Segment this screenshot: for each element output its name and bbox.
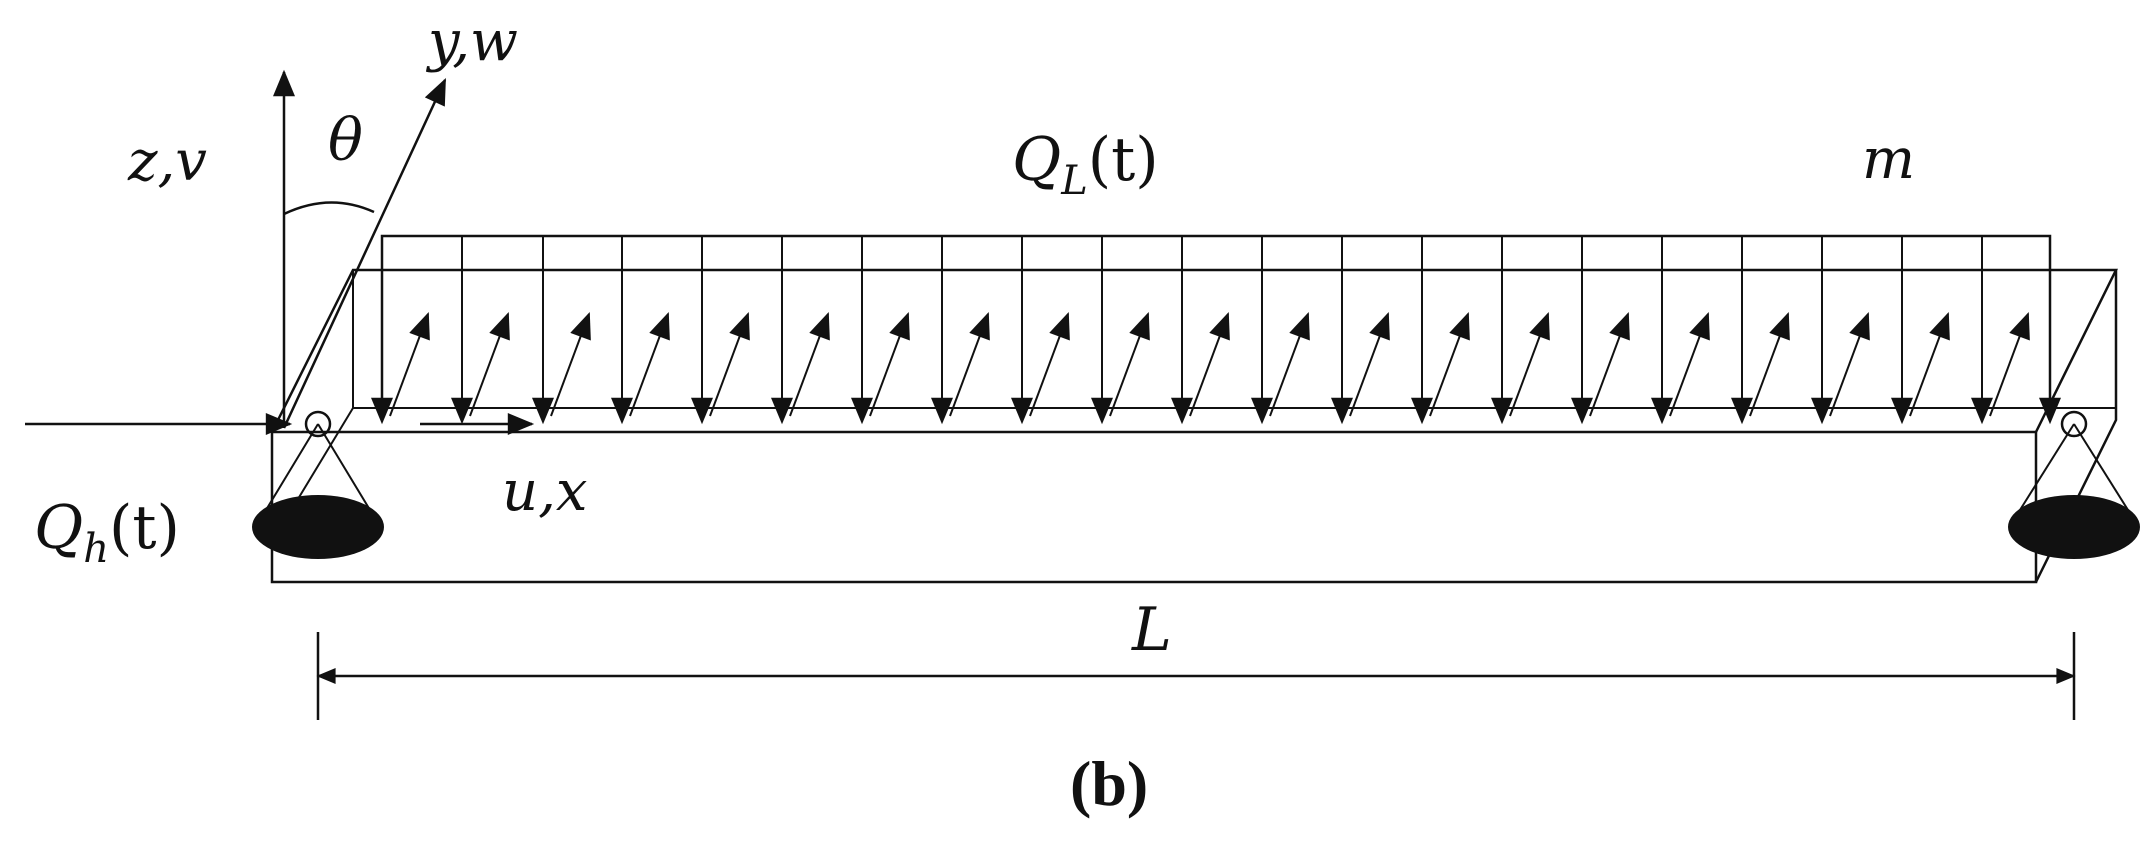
load-arrow-diagonal bbox=[389, 311, 430, 417]
load-arrow-diagonal bbox=[629, 311, 670, 417]
load-arrow-diagonal bbox=[1989, 311, 2030, 417]
load-arrow-diagonal bbox=[1509, 311, 1550, 417]
mass-label: m bbox=[1862, 127, 1915, 192]
load-subscript: L bbox=[1060, 158, 1088, 204]
y-axis-label: y,w bbox=[425, 9, 518, 74]
load-symbol: Q bbox=[1012, 125, 1061, 195]
length-label: L bbox=[1131, 595, 1172, 665]
load-arrow-diagonal bbox=[469, 311, 510, 417]
load-arrow-diagonal bbox=[1669, 311, 1710, 417]
load-arrow-diagonal bbox=[1589, 311, 1630, 417]
beam bbox=[270, 268, 2119, 584]
load-arrow-diagonal bbox=[1909, 311, 1950, 417]
load-arrow-diagonal bbox=[1749, 311, 1790, 417]
support-right bbox=[2008, 410, 2140, 559]
load-arrow-diagonal bbox=[869, 311, 910, 417]
distributed-load bbox=[371, 234, 2061, 425]
load-arrow-diagonal bbox=[949, 311, 990, 417]
load-label: QL(t) bbox=[1012, 125, 1159, 204]
load-arrow-diagonal bbox=[1829, 311, 1870, 417]
load-arrow-diagonal bbox=[1269, 311, 1310, 417]
figure-caption: (b) bbox=[1070, 748, 1148, 819]
length-dimension bbox=[316, 632, 2076, 720]
support-left bbox=[252, 410, 384, 559]
x-axis-label: u,x bbox=[502, 459, 587, 524]
y-axis-arrow bbox=[282, 78, 447, 429]
load-arrow-diagonal bbox=[1029, 311, 1070, 417]
mass-right bbox=[2008, 495, 2140, 559]
theta-arc bbox=[283, 201, 375, 216]
support-load-symbol: Q bbox=[34, 493, 83, 563]
support-load-argument: (t) bbox=[109, 493, 180, 563]
z-axis-label: z,v bbox=[127, 129, 207, 194]
mass-left bbox=[252, 495, 384, 559]
load-argument: (t) bbox=[1088, 125, 1159, 195]
load-arrows bbox=[371, 236, 2061, 425]
axes bbox=[25, 69, 535, 435]
support-load-label: Qh(t) bbox=[34, 493, 180, 572]
load-arrow-diagonal bbox=[1109, 311, 1150, 417]
theta-label: θ bbox=[328, 106, 363, 174]
load-arrow-diagonal bbox=[1429, 311, 1470, 417]
load-arrow-diagonal bbox=[1189, 311, 1230, 417]
load-arrow-diagonal bbox=[1349, 311, 1390, 417]
load-arrow-diagonal bbox=[789, 311, 830, 417]
support-load-subscript: h bbox=[83, 526, 109, 572]
load-arrow-diagonal bbox=[550, 311, 591, 417]
load-arrow-diagonal bbox=[709, 311, 750, 417]
